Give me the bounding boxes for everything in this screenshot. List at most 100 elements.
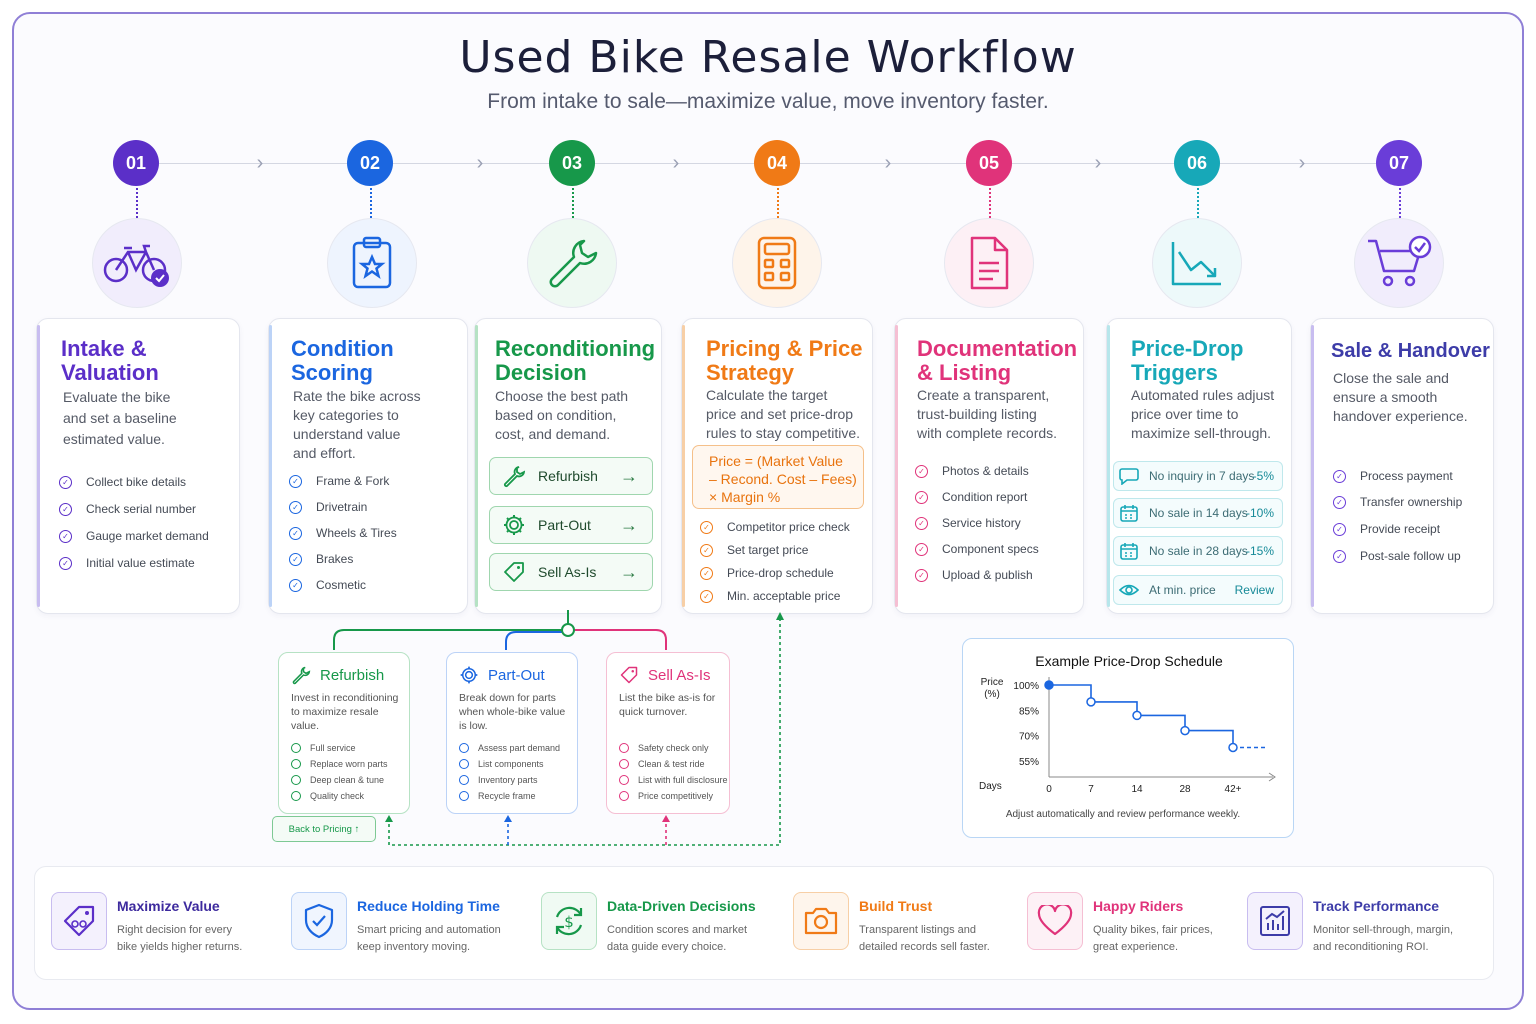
path-item: List components — [459, 759, 544, 769]
check-icon: ✓ — [289, 552, 302, 566]
check-item: ✓Provide receipt — [1333, 522, 1440, 536]
chevron-right-icon: › — [256, 152, 264, 174]
chart-title: Example Price-Drop Schedule — [1035, 653, 1223, 669]
check-item: ✓Component specs — [915, 542, 1039, 556]
option-partout-button[interactable]: Part-Out→ — [489, 506, 653, 544]
check-item: ✓Drivetrain — [289, 500, 367, 514]
check-icon: ✓ — [289, 500, 302, 514]
check-icon: ✓ — [700, 520, 713, 534]
step-badge-6: 06 — [1174, 140, 1220, 186]
price-drop-chart: Example Price-Drop Schedule Price (%) Da… — [962, 638, 1294, 838]
check-item: ✓Brakes — [289, 552, 353, 566]
wrench-icon — [527, 218, 617, 308]
path-item: Inventory parts — [459, 775, 538, 785]
connector — [1197, 188, 1199, 218]
check-item: ✓Min. acceptable price — [700, 589, 840, 603]
check-icon: ✓ — [915, 542, 928, 556]
eye-icon — [1119, 584, 1139, 596]
check-item: ✓Post-sale follow up — [1333, 549, 1461, 563]
check-icon — [459, 759, 469, 769]
trigger-row: No inquiry in 7 days-5% — [1113, 461, 1283, 491]
step-badge-2: 02 — [347, 140, 393, 186]
check-item: ✓Frame & Fork — [289, 474, 389, 488]
shield-check-icon — [291, 892, 347, 950]
check-icon: ✓ — [915, 568, 928, 582]
svg-text:$: $ — [564, 913, 574, 931]
tag-icon — [504, 562, 524, 582]
gear-icon — [504, 515, 524, 535]
x-axis-arrow — [1268, 772, 1276, 782]
y-tick-label: 55% — [1019, 757, 1039, 768]
card-title: Intake &Valuation — [61, 336, 159, 385]
calendar-icon — [1120, 543, 1138, 560]
path-item: Price competitively — [619, 791, 713, 801]
check-item: ✓Upload & publish — [915, 568, 1033, 582]
option-sellasis-button[interactable]: Sell As-Is→ — [489, 553, 653, 591]
y-tick-label: 70% — [1019, 732, 1039, 743]
data-point — [1086, 697, 1096, 707]
path-item: List with full disclosure — [619, 775, 728, 785]
feature-title: Build Trust — [859, 898, 933, 914]
card-title: Sale & Handover — [1331, 340, 1490, 362]
chevron-right-icon: › — [884, 152, 892, 174]
option-refurbish-button[interactable]: Refurbish→ — [489, 457, 653, 495]
data-point — [1044, 680, 1054, 690]
back-to-pricing-button[interactable]: Back to Pricing ↑ — [272, 816, 376, 842]
calendar-icon — [1120, 505, 1138, 522]
connector — [1399, 188, 1401, 218]
feature-description: Quality bikes, fair prices,great experie… — [1093, 924, 1213, 953]
check-icon: ✓ — [915, 516, 928, 530]
check-icon: ✓ — [1333, 522, 1346, 536]
check-icon: ✓ — [289, 578, 302, 592]
x-tick-label: 0 — [1046, 784, 1052, 795]
connector — [989, 188, 991, 218]
path-item: Clean & test ride — [619, 759, 705, 769]
check-icon: ✓ — [915, 490, 928, 504]
check-icon: ✓ — [59, 556, 72, 570]
check-icon — [291, 775, 301, 785]
data-point — [1132, 710, 1142, 721]
page-subtitle: From intake to sale—maximize value, move… — [487, 90, 1049, 113]
check-icon: ✓ — [289, 526, 302, 540]
feature-title: Maximize Value — [117, 898, 220, 914]
feature-title: Reduce Holding Time — [357, 898, 500, 914]
chevron-right-icon: › — [476, 152, 484, 174]
path-title: Part-Out — [459, 665, 545, 685]
feature-title: Track Performance — [1313, 898, 1440, 914]
connector — [136, 188, 138, 218]
path-item: Quality check — [291, 791, 364, 801]
y-tick-label: 85% — [1019, 706, 1039, 717]
check-icon: ✓ — [915, 464, 928, 478]
check-item: ✓Initial value estimate — [59, 556, 195, 570]
check-icon: ✓ — [700, 566, 713, 580]
check-item: ✓Competitor price check — [700, 520, 850, 534]
chevron-right-icon: › — [1094, 152, 1102, 174]
check-icon: ✓ — [700, 589, 713, 603]
wrench-icon — [503, 466, 526, 488]
check-icon — [291, 791, 301, 801]
check-icon — [619, 791, 629, 801]
path-item: Assess part demand — [459, 743, 560, 753]
feature-description: Monitor sell-through, margin,and recondi… — [1313, 924, 1454, 953]
camera-icon — [793, 892, 849, 950]
cart-check-icon — [1354, 218, 1444, 308]
check-icon: ✓ — [289, 474, 302, 488]
connector — [572, 188, 574, 218]
feature-title: Happy Riders — [1093, 898, 1184, 914]
